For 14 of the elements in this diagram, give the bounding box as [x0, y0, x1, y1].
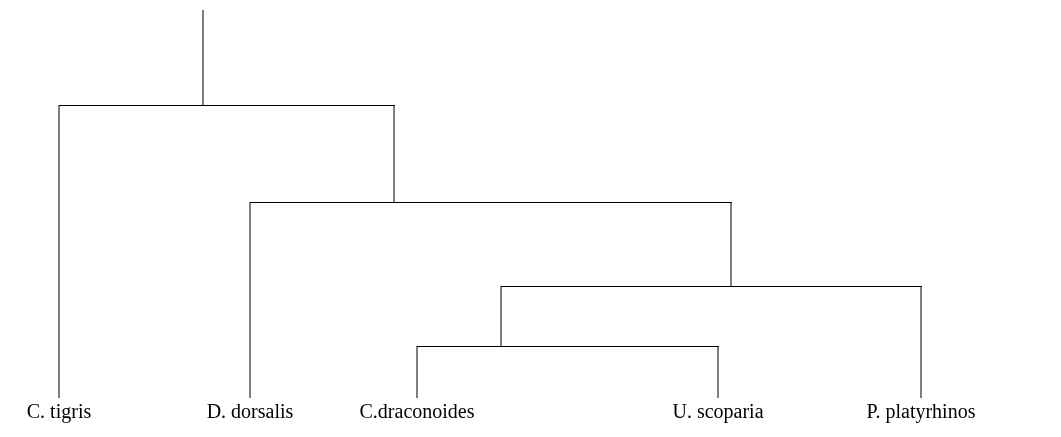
tree-branch [249, 201, 251, 399]
tree-branch [717, 345, 719, 399]
tree-branch [920, 285, 922, 399]
species-label: D. dorsalis [206, 399, 294, 424]
tree-branch [416, 345, 418, 399]
species-label: C. tigris [26, 399, 92, 424]
tree-branch [730, 201, 732, 287]
species-label: C.draconoides [359, 399, 475, 424]
tree-branch [393, 104, 395, 203]
tree-branch [202, 9, 204, 106]
tree-branch [500, 285, 502, 347]
species-label: U. scoparia [672, 399, 764, 424]
species-label: P. platyrhinos [866, 399, 976, 424]
tree-branch [58, 104, 60, 399]
